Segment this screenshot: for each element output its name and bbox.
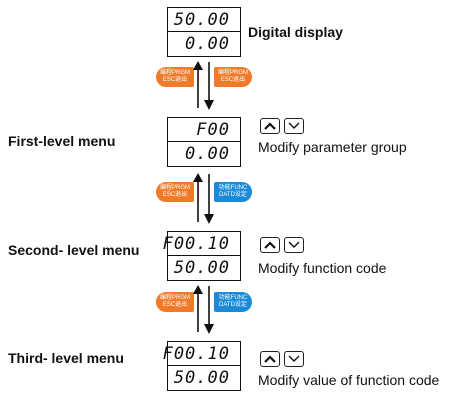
up-arrow-icon: [193, 285, 203, 332]
display-bottom-value: 50.00: [173, 368, 230, 388]
display-top-value: F00: [196, 120, 230, 140]
modify-value-note: Modify value of function code: [258, 372, 440, 388]
up-arrow-icon: [193, 173, 203, 222]
prgm-esc-key-left[interactable]: 编程PRGM ESC退出: [156, 182, 194, 202]
down-arrow-key-icon[interactable]: [284, 351, 304, 367]
prgm-esc-key-left[interactable]: 编程PRGM ESC退出: [156, 292, 194, 312]
up-arrow-key-icon[interactable]: [260, 118, 280, 134]
second-level-menu-screen: F00.10 50.00: [163, 231, 241, 281]
func-data-key-right[interactable]: 功能FUNC DATD设定: [214, 292, 252, 312]
display-top-value: F00.10: [162, 234, 230, 254]
third-level-menu-label: Third- level menu: [8, 350, 124, 366]
third-level-menu-screen: F00.10 50.00: [163, 341, 241, 391]
display-top-value: F00.10: [162, 344, 230, 364]
func-data-key-right[interactable]: 功能FUNC DATD设定: [214, 182, 252, 202]
first-level-menu-screen: F00 0.00: [167, 117, 241, 167]
prgm-esc-key-right[interactable]: 编程PRGM ESC退出: [214, 67, 252, 87]
display-bottom-value: 0.00: [185, 144, 230, 164]
flow-arrows-2: [193, 173, 214, 224]
down-arrow-icon: [204, 62, 214, 110]
down-arrow-key-icon[interactable]: [284, 237, 304, 253]
first-level-menu-label: First-level menu: [8, 133, 116, 149]
display-bottom-value: 0.00: [185, 34, 230, 54]
digital-display-label: Digital display: [248, 24, 343, 40]
digital-display-screen: 50.00 0.00: [167, 7, 241, 57]
display-bottom-value: 50.00: [173, 258, 230, 278]
flow-arrows-3: [193, 285, 214, 334]
modify-function-code-note: Modify function code: [258, 260, 387, 276]
modify-parameter-group-note: Modify parameter group: [258, 139, 407, 155]
up-arrow-key-icon[interactable]: [260, 237, 280, 253]
down-arrow-key-icon[interactable]: [284, 118, 304, 134]
down-arrow-icon: [204, 286, 214, 334]
display-top-value: 50.00: [173, 10, 230, 30]
flow-arrows-1: [193, 61, 214, 110]
down-arrow-icon: [204, 174, 214, 224]
prgm-esc-key-left[interactable]: 编程PRGM ESC退出: [156, 67, 194, 87]
up-arrow-key-icon[interactable]: [260, 351, 280, 367]
second-level-menu-label: Second- level menu: [8, 242, 140, 258]
up-arrow-icon: [193, 61, 203, 108]
